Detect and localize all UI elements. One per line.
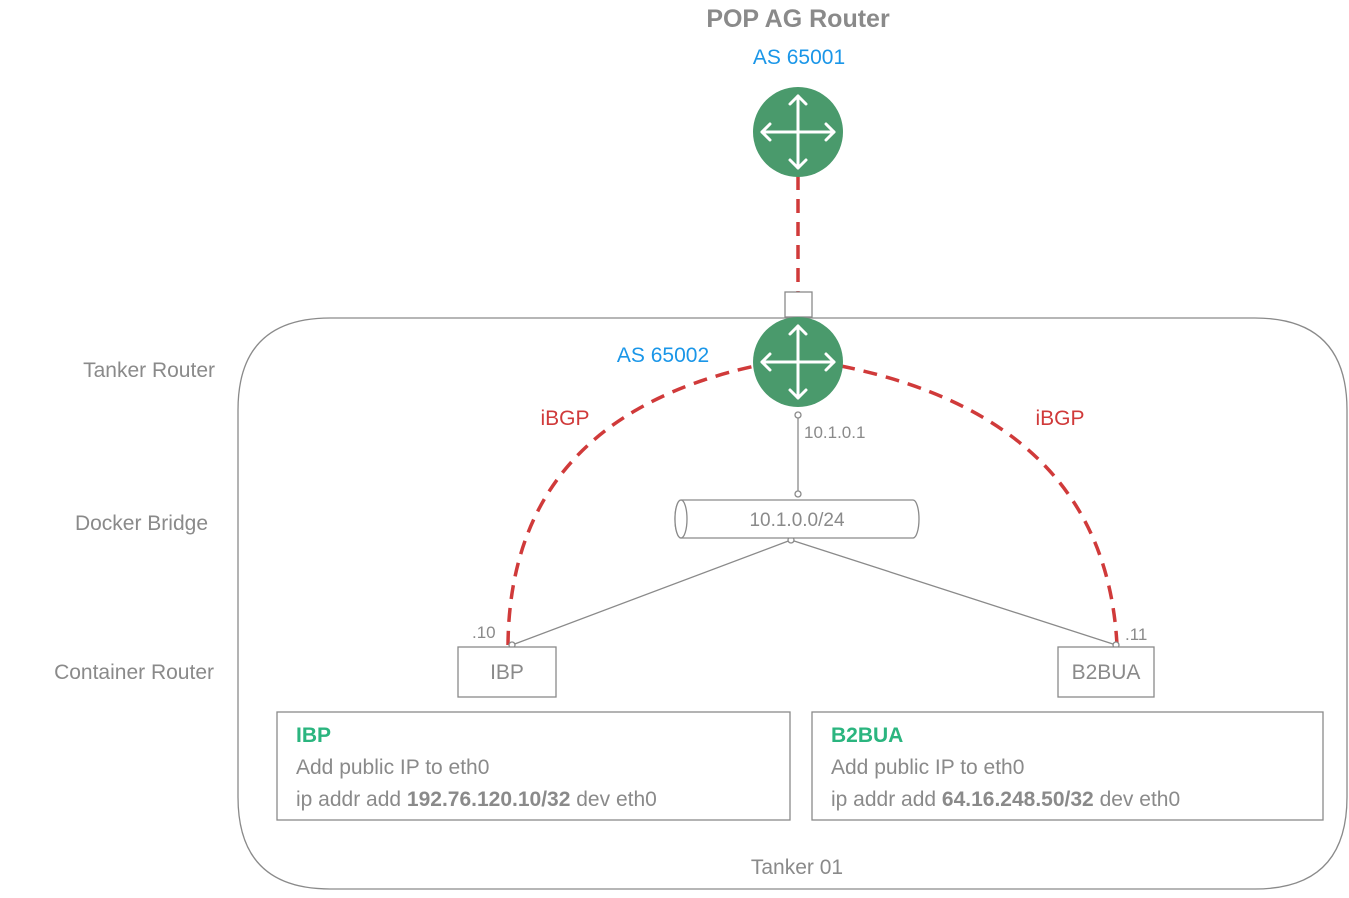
ibp-info-title: IBP [296,724,331,747]
ibgp-left-label: iBGP [540,407,589,430]
pop-router-title: POP AG Router [706,5,890,33]
bridge-b2bua-link [790,539,1117,646]
b2bua-info-line1: Add public IP to eth0 [831,756,1024,779]
b2bua-container-box [1057,646,1155,698]
ibp-ip-suffix: .10 [472,623,496,642]
ibp-cmd-ip: 192.76.120.10/32 [407,788,571,811]
router-icon [753,317,843,407]
ibp-info-command: ip addr add 192.76.120.10/32 dev eth0 [296,788,657,811]
bridge-subnet-label: 10.1.0.0/24 [749,510,845,531]
b2bua-info-box [811,711,1324,821]
b2bua-info-command: ip addr add 64.16.248.50/32 dev eth0 [831,788,1180,811]
ibp-info-line1: Add public IP to eth0 [296,756,489,779]
row-label-container-router: Container Router [54,661,214,684]
ibp-cmd-prefix: ip addr add [296,788,407,811]
row-label-docker-bridge: Docker Bridge [75,512,208,535]
b2bua-ip-suffix: .11 [1125,625,1147,644]
b2bua-info-title: B2BUA [831,724,903,747]
bridge-top-port [794,490,802,498]
router-port [794,411,802,419]
ibp-container-label: IBP [490,661,524,684]
ibp-container-box [457,646,557,698]
b2bua-cmd-ip: 64.16.248.50/32 [942,788,1094,811]
uplink-port [784,291,813,318]
host-label: Tanker 01 [751,856,843,879]
b2bua-cmd-prefix: ip addr add [831,788,942,811]
ibp-cmd-suffix: dev eth0 [570,788,656,811]
ibp-info-box [276,711,791,821]
tanker-router-as-label: AS 65002 [617,344,709,367]
router-icon [753,87,843,177]
b2bua-cmd-suffix: dev eth0 [1094,788,1180,811]
row-label-tanker-router: Tanker Router [83,359,215,382]
ibgp-right-label: iBGP [1035,407,1084,430]
pop-router-as-label: AS 65001 [753,46,845,69]
tanker-router-ip-label: 10.1.0.1 [804,423,865,442]
tanker-host-outline [237,317,1348,890]
ibgp-left-arc [506,364,756,646]
docker-bridge-cylinder [674,499,920,539]
ibgp-right-arc [840,364,1119,646]
bridge-ibp-link [511,539,792,646]
b2bua-container-label: B2BUA [1072,661,1141,684]
